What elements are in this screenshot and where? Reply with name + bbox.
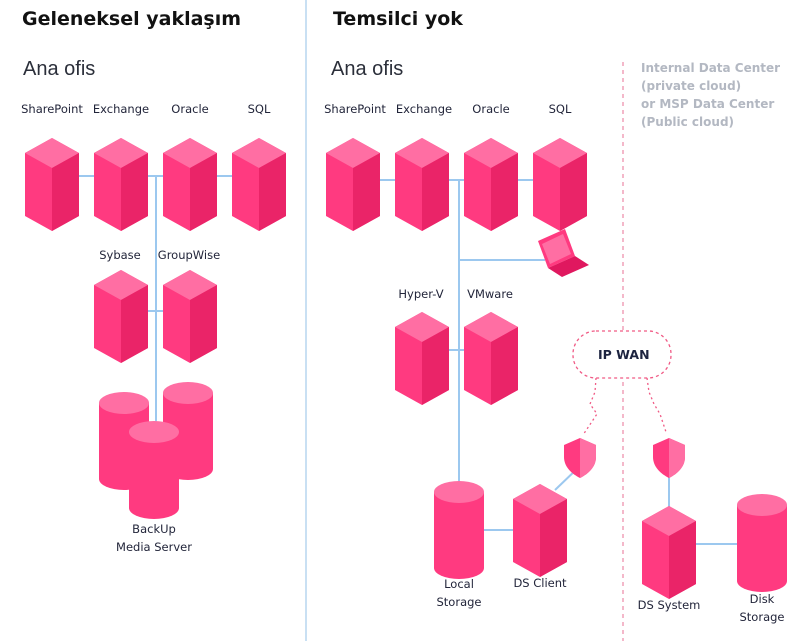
label-sharepoint: SharePoint <box>21 102 83 116</box>
label-exchange: Exchange <box>395 102 453 116</box>
local-storage-icon <box>434 481 484 579</box>
label-groupwise: GroupWise <box>157 248 221 262</box>
label-exchange: Exchange <box>92 102 150 116</box>
right-subtitle: Ana ofis <box>331 58 404 80</box>
label-ip-wan: IP WAN <box>598 347 650 362</box>
left-connections <box>52 175 259 445</box>
ds-client-icon <box>513 484 567 577</box>
shield-icon <box>564 438 596 478</box>
server-sharepoint-icon <box>326 138 380 231</box>
label-vmware: VMware <box>467 287 513 301</box>
server-groupwise-icon <box>163 270 217 363</box>
label-sql: SQL <box>247 102 271 116</box>
label-disk-line2: Storage <box>739 610 785 624</box>
wan-links <box>582 377 667 436</box>
remote-heading-line1: Internal Data Center <box>641 61 781 75</box>
server-exchange-icon <box>395 138 449 231</box>
label-ds-client: DS Client <box>513 576 567 590</box>
backup-storage-icon <box>129 421 179 519</box>
remote-heading-line4: (Public cloud) <box>641 115 735 129</box>
remote-heading: Internal Data Center (private cloud) or … <box>641 59 780 131</box>
label-disk-line1: Disk <box>749 592 775 606</box>
hypervisor-hyper-v-icon <box>395 312 449 405</box>
server-sql-icon <box>533 138 587 231</box>
right-title: Temsilci yok <box>333 8 463 30</box>
server-exchange-icon <box>94 138 148 231</box>
ip-wan-cloud <box>572 330 672 379</box>
label-disk-storage: Disk Storage <box>740 590 785 626</box>
label-sharepoint: SharePoint <box>324 102 386 116</box>
server-sharepoint-icon <box>25 138 79 231</box>
label-sybase: Sybase <box>99 248 141 262</box>
left-subtitle: Ana ofis <box>23 58 96 80</box>
left-title: Geleneksel yaklaşım <box>22 8 242 30</box>
server-oracle-icon <box>464 138 518 231</box>
disk-storage-icon <box>737 494 787 592</box>
hypervisor-vmware-icon <box>464 312 518 405</box>
server-sql-icon <box>232 138 286 231</box>
label-local-line2: Storage <box>436 595 482 609</box>
label-ds-system: DS System <box>637 598 701 612</box>
label-backup-line1: BackUp <box>132 522 176 536</box>
remote-heading-line2: (private cloud) <box>641 79 742 93</box>
laptop-icon <box>538 229 589 277</box>
label-backup-media-server: BackUp Media Server <box>116 520 192 556</box>
server-oracle-icon <box>163 138 217 231</box>
server-sybase-icon <box>94 270 148 363</box>
shield-icon <box>653 438 685 478</box>
label-local-line1: Local <box>444 577 474 591</box>
label-oracle: Oracle <box>472 102 510 116</box>
label-sql: SQL <box>548 102 572 116</box>
label-oracle: Oracle <box>171 102 209 116</box>
label-backup-line2: Media Server <box>116 540 192 554</box>
label-local-storage: Local Storage <box>437 575 482 611</box>
remote-heading-line3: or MSP Data Center <box>641 97 775 111</box>
label-hyper-v: Hyper-V <box>398 287 444 301</box>
ds-system-icon <box>642 506 696 599</box>
